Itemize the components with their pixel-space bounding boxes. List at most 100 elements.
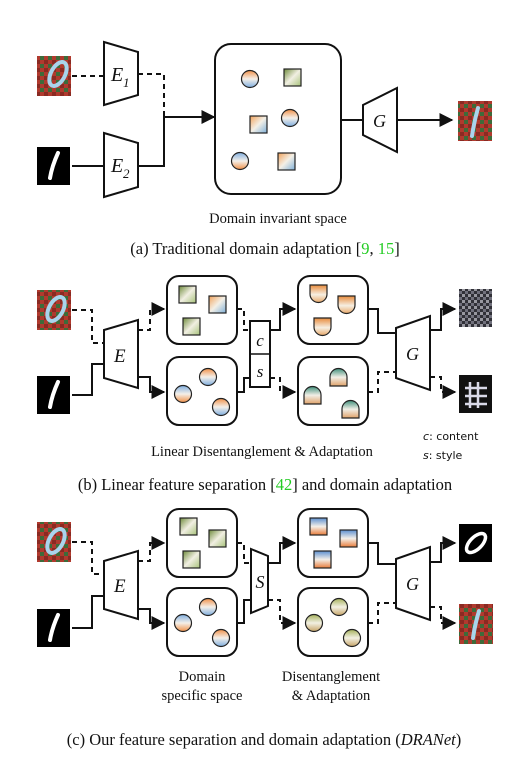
separator-s (250, 547, 269, 615)
adapted-space-box-top (297, 275, 369, 345)
edge-top-to-g (368, 308, 396, 334)
feature-square (179, 517, 198, 536)
mnistm-input-thumbnail (37, 522, 71, 562)
feature-square (309, 517, 328, 536)
citation-link[interactable]: 9 (361, 239, 369, 258)
generator-g (395, 314, 431, 392)
edge-e2-merge (138, 110, 216, 167)
feature-arch-shape (341, 399, 360, 419)
feature-square (249, 115, 268, 134)
edge-e-to-top (138, 302, 166, 331)
edge-e-to-bottom (138, 608, 166, 630)
edge-mnistm-to-e (72, 541, 104, 575)
feature-circle (173, 613, 193, 633)
mnistm-input-thumbnail (37, 56, 71, 96)
separator-s-letter: S (256, 572, 265, 592)
edge-g-to-bottom-output (430, 606, 457, 630)
edge-separator-to-bottom (268, 599, 297, 630)
mnist-input-thumbnail (37, 376, 70, 414)
encoder-e2-subscript: 2 (123, 166, 130, 181)
feature-square (313, 550, 332, 569)
citation-link[interactable]: 15 (378, 239, 395, 258)
panel-c: E S G (37, 508, 493, 749)
feature-circle (329, 597, 349, 617)
encoder-e-letter: E (113, 346, 126, 367)
edge-g-to-top-output (430, 302, 457, 331)
edge-mnistm-to-e (72, 309, 104, 344)
feature-circle (211, 628, 231, 648)
encoder-e-letter: E (113, 576, 126, 597)
mnist-input-thumbnail (37, 609, 70, 647)
feature-circle (173, 384, 193, 404)
feature-circle (230, 151, 250, 171)
edge-bottom-to-g (368, 371, 396, 393)
feature-cup-shape (309, 284, 328, 304)
feature-cup-shape (313, 317, 332, 337)
feature-square (277, 152, 296, 171)
feature-square (339, 529, 358, 548)
feature-square (208, 295, 227, 314)
encoder-e2-letter: E (110, 155, 123, 177)
disentanglement-label-line2: & Adaptation (292, 688, 371, 704)
feature-square (182, 550, 201, 569)
edge-mnist-to-e (72, 595, 104, 629)
feature-square (208, 529, 227, 548)
panel-a: E 1 E 2 Domain invariant space G (a) Tra… (37, 40, 492, 258)
generator-g-letter: G (373, 111, 386, 131)
encoder-e1-subscript: 1 (123, 75, 130, 90)
edge-e1-merge (138, 73, 165, 117)
feature-arch-shape (329, 367, 348, 387)
feature-square (283, 68, 302, 87)
edge-g-to-top-output (430, 536, 457, 563)
edge-top-to-separator (237, 542, 251, 564)
domain-invariant-space-label: Domain invariant space (209, 211, 347, 227)
encoder-e1-letter: E (110, 64, 123, 86)
feature-circle (198, 597, 218, 617)
generator-g-letter: G (406, 344, 419, 364)
encoder-e2 (103, 131, 139, 199)
caption-c: (c) Our feature separation and domain ad… (67, 730, 461, 749)
feature-circle (304, 613, 324, 633)
edge-separator-to-top (268, 536, 297, 564)
feature-circle (211, 397, 231, 417)
generator-g (362, 86, 398, 154)
domain-specific-label-line1: Domain (179, 669, 226, 685)
feature-circle (280, 108, 300, 128)
legend: c: content s: style (423, 430, 479, 462)
edge-separator-to-top (270, 302, 297, 331)
legend-content: c: content (423, 430, 479, 443)
encoder-e (103, 318, 139, 390)
feature-cup-shape (337, 295, 356, 315)
edge-bottom-to-g (368, 602, 396, 624)
generator-g (395, 545, 431, 622)
edge-top-to-separator (237, 308, 250, 331)
feature-arch-shape (303, 385, 322, 405)
encoder-e (103, 549, 139, 621)
caption-a: (a) Traditional domain adaptation [9, 15… (130, 239, 399, 258)
mnist-output-thumbnail (459, 524, 492, 562)
style-code-label: s (257, 362, 264, 381)
citation-link[interactable]: 42 (276, 475, 293, 494)
edge-bottom-to-separator (237, 599, 251, 624)
edge-bottom-to-separator (237, 377, 250, 393)
feature-square (182, 317, 201, 336)
edge-separator-to-bottom (270, 377, 297, 399)
edge-mnist-to-e (72, 363, 104, 396)
feature-circle (240, 69, 260, 89)
encoder-e1 (103, 40, 139, 107)
linear-disentanglement-label: Linear Disentanglement & Adaptation (151, 444, 374, 460)
edge-g-to-bottom-output (430, 376, 457, 399)
disentanglement-label-line1: Disentanglement (282, 669, 380, 685)
edge-e-to-bottom (138, 376, 166, 399)
mnist-input-thumbnail (37, 147, 70, 185)
mnistm-output-thumbnail (459, 604, 493, 644)
content-code-label: c (256, 331, 264, 350)
edge-e-to-top (138, 536, 166, 562)
legend-style: s: style (423, 449, 463, 462)
method-name: DRANet (400, 730, 456, 749)
panel-b: E c s G (37, 275, 492, 494)
noisy-output-thumbnail-top (459, 289, 492, 327)
noisy-output-thumbnail-bottom (459, 375, 492, 413)
domain-specific-label-line2: specific space (162, 688, 243, 704)
